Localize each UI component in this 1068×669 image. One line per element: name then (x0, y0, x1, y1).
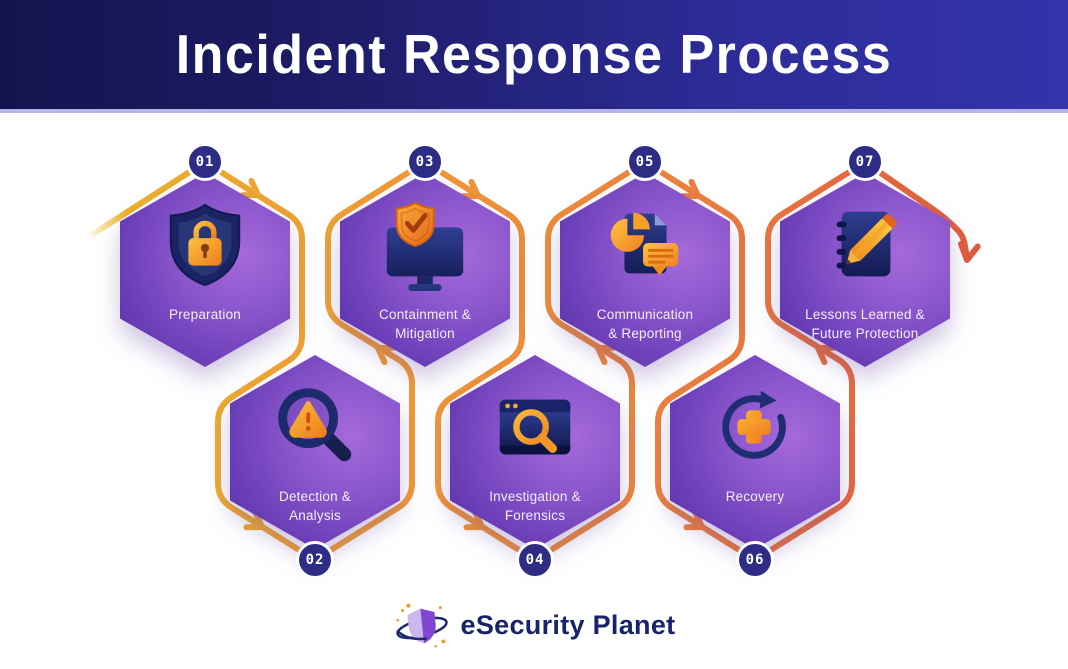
notebook-pencil-icon (818, 199, 912, 291)
magnifier-alert-icon (268, 381, 362, 473)
footer-brand: eSecurity Planet (0, 598, 1068, 652)
page-title: Incident Response Process (175, 23, 893, 86)
hex-step-01: Preparation (120, 173, 290, 367)
step-label: Communication& Reporting (596, 307, 694, 342)
hex-step-07: Lessons Learned &Future Protection (780, 173, 950, 367)
step-label: Lessons Learned &Future Protection (805, 307, 925, 342)
report-document-icon (598, 199, 692, 291)
hex-step-06: Recovery (670, 355, 840, 549)
header-bottom-edge (0, 109, 1068, 113)
step-number-badge-04: 04 (516, 541, 554, 579)
hex-step-05: Communication& Reporting (560, 173, 730, 367)
step-label: Investigation &Forensics (489, 489, 581, 524)
brand-name: eSecurity Planet (460, 609, 676, 640)
browser-search-icon (488, 381, 582, 473)
step-number-badge-07: 07 (846, 143, 884, 181)
shield-lock-icon (158, 199, 252, 291)
step-label: Containment &Mitigation (379, 307, 471, 342)
step-number-badge-05: 05 (626, 143, 664, 181)
hex-step-03: Containment &Mitigation (340, 173, 510, 367)
step-label: Preparation (169, 307, 241, 322)
step-label: Recovery (725, 489, 785, 504)
hex-step-04: Investigation &Forensics (450, 355, 620, 549)
step-label: Detection &Analysis (279, 489, 351, 524)
header-banner: Incident Response Process (0, 0, 1068, 109)
step-number-badge-02: 02 (296, 541, 334, 579)
step-number-badge-01: 01 (186, 143, 224, 181)
step-number-badge-03: 03 (406, 143, 444, 181)
recovery-refresh-icon (708, 381, 802, 473)
hex-step-02: Detection &Analysis (230, 355, 400, 549)
monitor-shield-icon (378, 199, 472, 292)
flow-arrowheads (239, 177, 981, 531)
step-number-badge-06: 06 (736, 541, 774, 579)
brand-shield-planet-icon (395, 603, 448, 648)
